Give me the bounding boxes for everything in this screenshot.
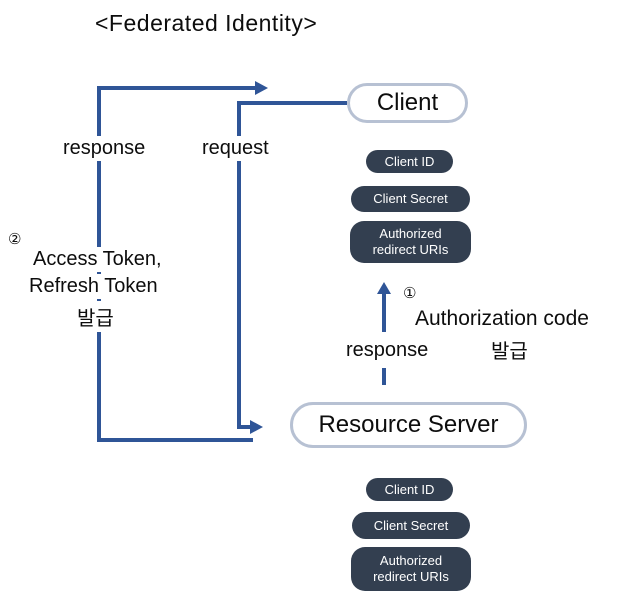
step-2-text-line3: 발급 [74, 301, 117, 332]
badge-label-line1: Authorized [379, 226, 442, 241]
step-2-text-line1: Access Token, [30, 247, 165, 272]
resource-server-client-id-badge: Client ID [366, 478, 453, 501]
auth-response-label: response [343, 338, 432, 363]
badge-label-line1: Authorized [379, 553, 443, 568]
step-2-number: ② [8, 230, 22, 248]
auth-response-line-dash [382, 368, 386, 385]
response-arrowhead-icon [255, 81, 268, 95]
badge-label: Client Secret [373, 517, 449, 533]
response-flow-line-bottom [97, 438, 253, 442]
step-1-text-line2: 발급 [488, 334, 531, 365]
badge-label: Client Secret [373, 191, 448, 206]
diagram-title: <Federated Identity> [95, 10, 318, 36]
auth-response-line-solid [382, 292, 386, 332]
step-1-text-line1: Authorization code [412, 306, 592, 332]
response-label: response [60, 136, 149, 161]
client-node: Client [347, 83, 468, 123]
resource-server-node-label: Resource Server [318, 411, 499, 438]
badge-label-line2: redirect URIs [373, 569, 449, 584]
step-1-number: ① [403, 284, 417, 302]
request-label: request [199, 136, 272, 161]
client-id-badge: Client ID [366, 150, 453, 173]
request-flow-line-bottom [237, 425, 251, 429]
resource-server-node: Resource Server [290, 402, 527, 448]
client-redirect-uris-badge: Authorized redirect URIs [350, 221, 471, 263]
response-flow-line-top [97, 86, 256, 90]
client-secret-badge: Client Secret [351, 186, 470, 212]
resource-server-client-secret-badge: Client Secret [352, 512, 470, 539]
badge-label: Client ID [384, 481, 435, 497]
request-flow-line-vertical [237, 101, 241, 429]
client-node-label: Client [376, 89, 439, 116]
badge-label: Client ID [384, 153, 435, 169]
badge-label-line2: redirect URIs [372, 242, 449, 257]
step-2-text-line2: Refresh Token [26, 274, 161, 299]
resource-server-redirect-uris-badge: Authorized redirect URIs [351, 547, 471, 591]
request-flow-line-top [237, 101, 347, 105]
auth-response-arrowhead-icon [377, 282, 391, 294]
request-arrowhead-icon [250, 420, 263, 434]
